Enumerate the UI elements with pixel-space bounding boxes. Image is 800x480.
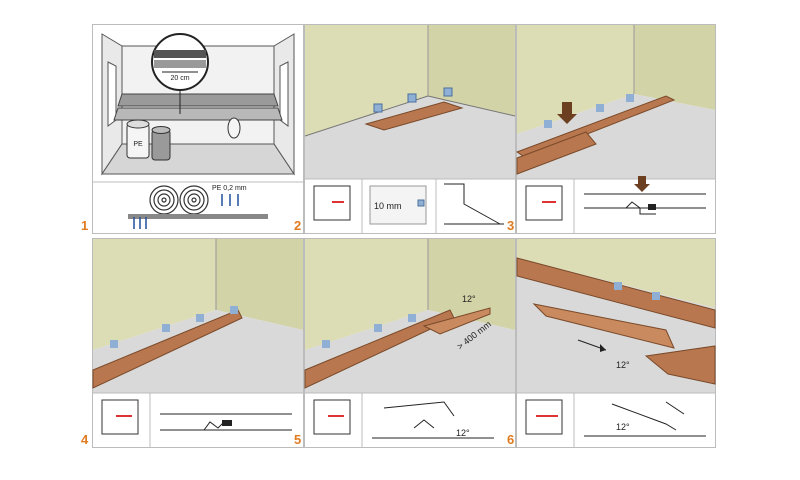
step-3-illustration [516, 24, 716, 234]
step-number-5: 5 [294, 432, 302, 447]
step-5-panel: 12° > 400 mm 12° [304, 238, 516, 448]
detail-angle-label: 12° [456, 428, 470, 438]
floor-angle-label: 12° [616, 360, 630, 370]
step-2-panel: 10 mm [304, 24, 516, 234]
step-number-3: 3 [507, 218, 515, 233]
step-4-panel [92, 238, 304, 448]
step-4-illustration [92, 238, 304, 448]
step-1-panel: 20 cm PE PE 0,2 mm [92, 24, 304, 234]
lift-angle-label: 12° [462, 294, 476, 304]
foil-thickness-label: PE 0,2 mm [212, 185, 247, 192]
step-number-1: 1 [81, 218, 89, 233]
step-6-illustration: 12° 12° [516, 238, 716, 448]
detail-angle-label-6: 12° [616, 422, 630, 432]
pe-roll-label: PE [133, 141, 143, 148]
step-3-panel [516, 24, 728, 234]
step-number-2: 2 [294, 218, 302, 233]
step-number-6: 6 [507, 432, 515, 447]
step-5-illustration: 12° > 400 mm 12° [304, 238, 516, 448]
step-1-illustration: 20 cm PE PE 0,2 mm [92, 24, 304, 234]
step-2-illustration: 10 mm [304, 24, 516, 234]
step-number-4: 4 [81, 432, 89, 447]
gap-label: 10 mm [374, 201, 402, 211]
overlap-label: 20 cm [170, 75, 189, 82]
step-6-panel: 12° 12° [516, 238, 728, 448]
